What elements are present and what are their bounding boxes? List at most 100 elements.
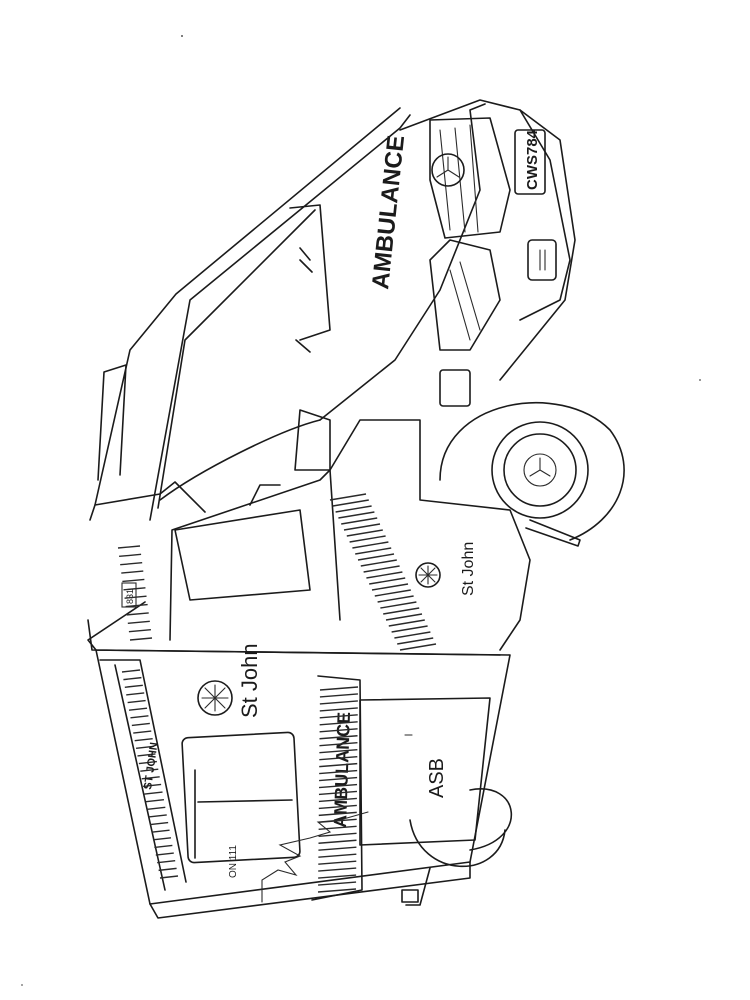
cab: 831 St John [87, 103, 531, 656]
cab-hatch-line [122, 578, 145, 583]
box-brand-text: St John [237, 643, 262, 718]
cab-hatch-line [121, 570, 144, 574]
door-hatch-line [366, 571, 403, 579]
door-hatch-line [352, 541, 389, 549]
door-hatch-line [374, 589, 411, 597]
roof-hatch-line [159, 875, 179, 879]
door-hatch-line [329, 493, 367, 501]
door-hatch-line [371, 583, 409, 591]
door-hatch-line [388, 619, 425, 627]
door-hatch-line [343, 523, 381, 531]
door-hatch-line [363, 565, 400, 573]
side-hatch-line [319, 714, 358, 719]
side-hatch-line [318, 881, 357, 886]
star-of-life-emblem-box [197, 680, 233, 716]
door-hatch-line [341, 517, 378, 525]
roof-hatch-line [140, 768, 159, 772]
roof-hatch-line [131, 722, 150, 727]
side-hatch-line [319, 762, 358, 768]
cab-hatch-line [128, 628, 151, 633]
license-plate-text: CWS784 [524, 129, 541, 190]
door-hatch-line [385, 613, 423, 621]
side-hatch-line [318, 811, 357, 817]
unit-code-text: ON 111 [228, 845, 239, 878]
front-end: AMBULANCE CWS784 [367, 99, 576, 407]
roof-hatch-line [133, 730, 152, 734]
mercedes-star-icon [431, 153, 465, 187]
door-hatch-line [355, 547, 392, 555]
door-brand-text: St John [460, 542, 477, 596]
side-hatch-line [318, 818, 357, 824]
roof-hatch-line [158, 867, 177, 872]
roof-hatch-line [143, 783, 162, 788]
side-hatch-line [318, 825, 357, 831]
roof-hatch-strip [114, 664, 179, 891]
side-hatch-line [319, 776, 358, 782]
roof-hatch-line [130, 715, 149, 719]
cab-hatch-line [124, 595, 147, 599]
roof-hatch-line [150, 821, 169, 826]
roof-hatch-line [134, 737, 153, 742]
side-hatch-line [319, 700, 358, 705]
roof-hatch-line [135, 745, 155, 749]
side-hatch-line [319, 742, 358, 747]
cab-hatch-line [127, 620, 150, 624]
side-hatch-line [319, 721, 358, 726]
roof-hatch-line [154, 844, 173, 849]
side-hatch-line [319, 769, 358, 775]
door-hatch-line [346, 529, 383, 537]
side-hatch-line [318, 797, 357, 803]
side-hatch-line [318, 874, 357, 879]
cab-hatch-line [117, 545, 141, 549]
side-hatch-line [318, 783, 358, 789]
box-branding: St John ASB AMBULANCE ST JOHN ON 111 [142, 643, 448, 903]
side-hatch-line [317, 888, 357, 893]
door-hatch-line [332, 499, 369, 507]
door-hatch-line [369, 577, 406, 585]
side-hatch-line [319, 728, 358, 733]
side-hatch-line [319, 748, 358, 754]
door-hatch-line [338, 511, 375, 519]
side-hatch-line [318, 846, 357, 851]
roof-hatch-line [145, 799, 165, 803]
cab-hatch-line [126, 612, 149, 616]
roof-hatch-line [128, 707, 148, 711]
window-number-text: 831 [125, 589, 135, 604]
side-hatch-line [319, 755, 358, 761]
door-hatch-line [377, 595, 414, 603]
roof-hatch-line [124, 684, 143, 688]
door-hatch-line [397, 637, 434, 645]
roof-hatch-line [123, 676, 142, 681]
door-hatch-line [399, 643, 437, 651]
star-of-life-emblem-door [415, 562, 441, 588]
side-hatch-line [319, 693, 358, 698]
roof-hatch-line [137, 753, 156, 757]
cab-hatch-line [125, 603, 148, 608]
roof-hatch-line [155, 852, 174, 856]
roof-hatch-line [144, 791, 163, 795]
door-hatch-line [391, 625, 428, 633]
door-hatch-line [349, 535, 386, 543]
asb-text: ASB [426, 758, 448, 798]
side-hatch-line [319, 735, 358, 740]
cab-hatch-line [123, 587, 146, 591]
door-hatch-line [380, 601, 417, 609]
side-hatch-line [318, 790, 358, 796]
roof-hatch-line [138, 760, 157, 765]
roof-hatch-line [127, 699, 146, 704]
roof-hatch-line [157, 860, 176, 864]
roof-hatch-line [148, 814, 167, 818]
side-hatch-line [318, 867, 357, 872]
door-hatch-line [394, 631, 431, 639]
roof-hatch-line [126, 692, 145, 696]
cab-hatch-line [120, 562, 143, 566]
side-hatch-line [319, 707, 358, 712]
side-hatch-line [318, 853, 357, 858]
door-hatch-line [335, 505, 372, 513]
front-wheel [439, 401, 625, 547]
cab-hatch-line [119, 553, 142, 558]
side-hatch-line [318, 839, 357, 844]
roof-hatch-line [141, 776, 160, 780]
door-hatch-line [360, 559, 397, 567]
roof-hatch-line [151, 829, 170, 833]
